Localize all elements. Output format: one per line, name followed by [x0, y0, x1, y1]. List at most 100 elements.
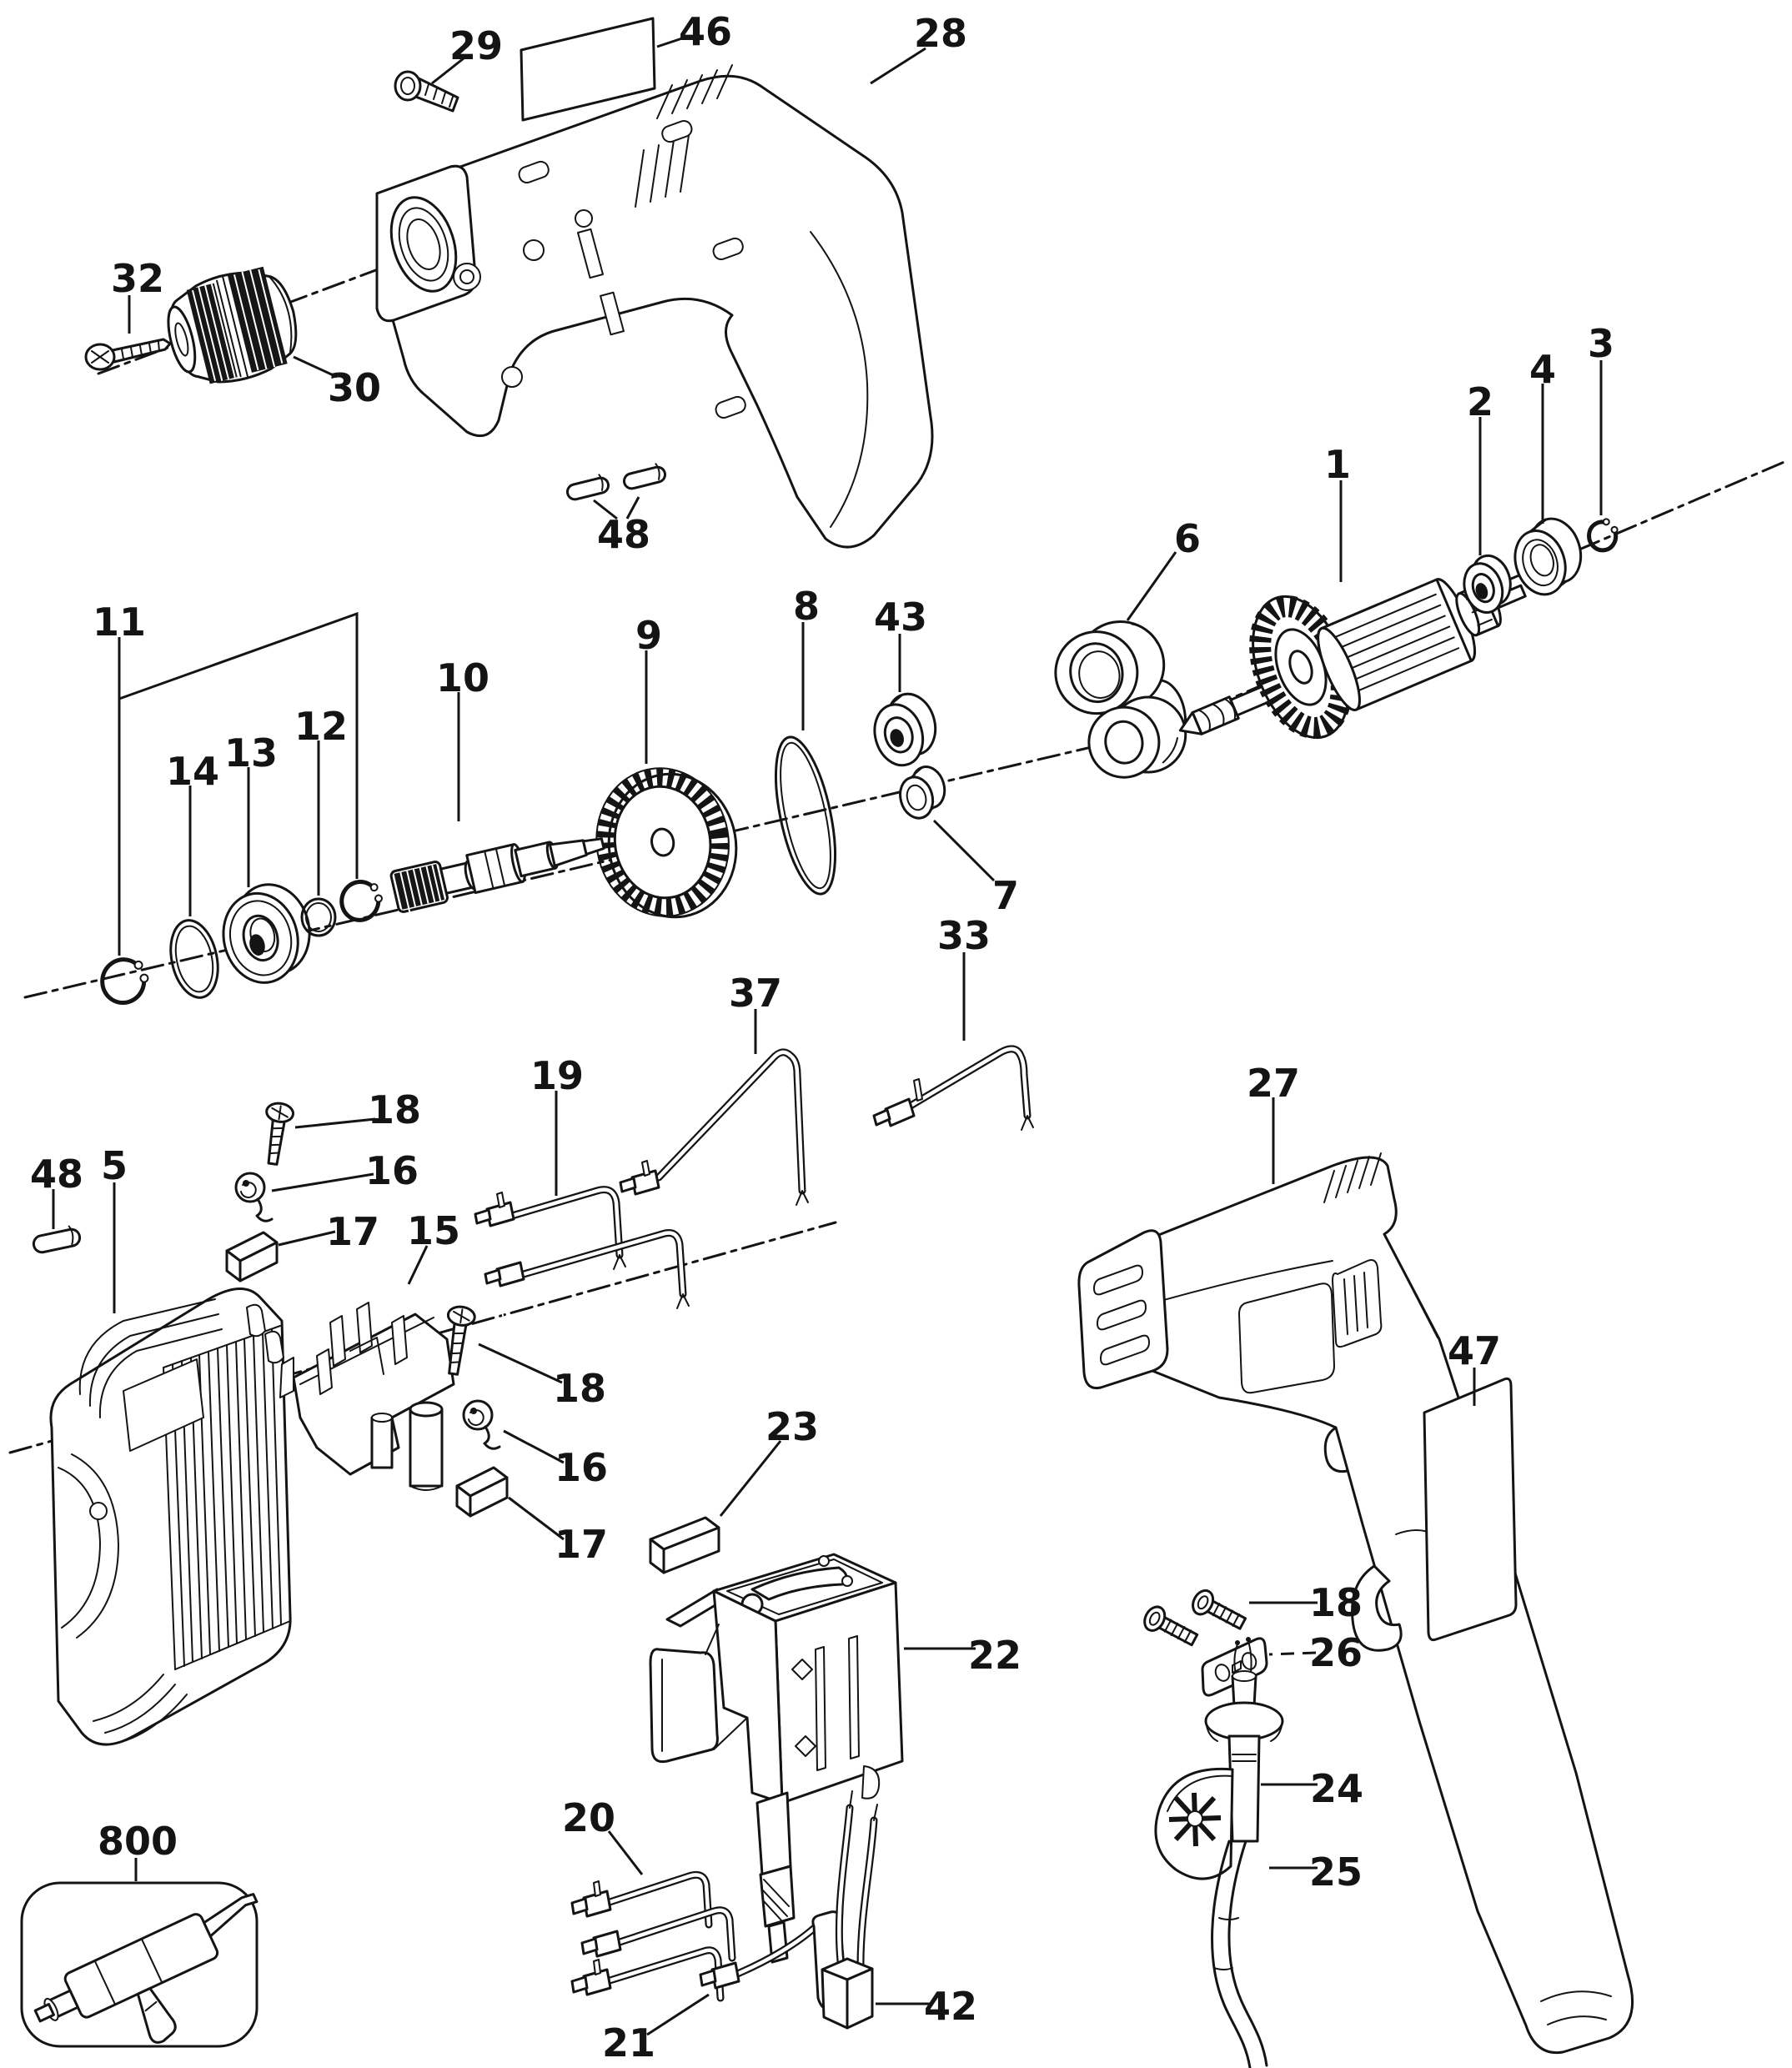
callout-11-leader — [118, 611, 359, 879]
part-brush-holder-15 — [279, 1302, 455, 1491]
vent-slots-inner — [635, 134, 690, 208]
part-switch-22 — [649, 1553, 904, 1964]
callout-30-leader — [293, 355, 338, 379]
part-screw-18c1 — [1143, 1605, 1199, 1647]
part-screw-29 — [394, 70, 459, 113]
callout-2-label: 2 — [1467, 379, 1493, 424]
part-spindle-10 — [389, 837, 605, 1721]
callout-48a-leader — [593, 499, 618, 520]
inset-lubricant-800 — [20, 1881, 259, 2048]
part-connector-42 — [821, 1790, 878, 2030]
part-bearing-2 — [1463, 554, 1512, 614]
part-label-47 — [1423, 1377, 1518, 1642]
part-screw-18b — [446, 1305, 476, 1376]
callout-15-leader — [407, 1245, 429, 1285]
part-retaining-ring-11-right — [339, 879, 383, 922]
callout-13-label: 13 — [224, 730, 278, 776]
part-pins-48a — [565, 463, 667, 501]
part-brush-spring-16b — [462, 1399, 501, 1450]
part-brush-spring-16a — [234, 1172, 274, 1222]
part-brush-17b — [455, 1466, 509, 1518]
callout-17b-leader — [508, 1496, 565, 1541]
callout-6-label: 6 — [1174, 516, 1201, 561]
callout-33-label: 33 — [937, 913, 991, 958]
callout-16b-label: 16 — [555, 1445, 608, 1490]
callout-47-label: 47 — [1448, 1328, 1501, 1373]
callout-800-label: 800 — [98, 1819, 178, 1864]
part-screw-18c2 — [1192, 1589, 1247, 1630]
callout-19-label: 19 — [530, 1053, 584, 1098]
callout-28-leader — [870, 47, 926, 85]
callout-6-leader — [1126, 551, 1177, 621]
callout-17a-leader — [278, 1230, 336, 1247]
callout-12-label: 12 — [294, 704, 348, 749]
callout-20-leader — [607, 1830, 644, 1875]
callout-22-label: 22 — [968, 1633, 1021, 1678]
part-chuck-screw-32 — [84, 338, 172, 371]
part-nameplate-46 — [520, 17, 656, 122]
part-housing-27 — [1077, 1152, 1634, 2055]
callout-46-label: 46 — [679, 9, 732, 54]
callout-43-label: 43 — [874, 595, 927, 640]
callout-17b-label: 17 — [555, 1522, 608, 1567]
part-cord-protector-24 — [1154, 1637, 1284, 1880]
callout-48a-leader — [625, 496, 640, 520]
callout-21-leader — [646, 1993, 710, 2036]
part-brush-17a — [225, 1231, 279, 1282]
callout-11-label: 11 — [93, 600, 146, 645]
callout-48a-label: 48 — [597, 512, 650, 557]
callout-48b-label: 48 — [30, 1152, 83, 1197]
callout-20-label: 20 — [562, 1795, 615, 1840]
callout-21-label: 21 — [602, 2020, 655, 2065]
callout-1-label: 1 — [1324, 442, 1351, 487]
part-bearing-43 — [873, 692, 937, 767]
part-wires-19 — [474, 1186, 690, 1309]
part-spacer-7 — [899, 765, 946, 820]
callout-15-label: 15 — [407, 1208, 460, 1253]
callout-18b-label: 18 — [553, 1366, 606, 1411]
part-field-5 — [49, 1287, 292, 1746]
callout-23-label: 23 — [765, 1404, 819, 1449]
part-wire-37 — [619, 1048, 809, 1206]
callout-30-label: 30 — [328, 365, 381, 410]
part-bearing-13 — [222, 883, 311, 984]
part-o-ring-8 — [775, 735, 836, 896]
callout-17a-label: 17 — [326, 1209, 379, 1254]
callout-10-label: 10 — [436, 655, 489, 700]
callout-29-leader — [431, 57, 464, 85]
callout-28-label: 28 — [914, 11, 967, 56]
callout-14-label: 14 — [166, 749, 219, 794]
callout-18a-leader — [294, 1117, 376, 1129]
callout-9-label: 9 — [635, 613, 662, 658]
part-wires-20 — [570, 1870, 736, 2002]
part-capacitor-23 — [649, 1516, 720, 1574]
part-ring-4 — [1513, 517, 1583, 596]
part-o-ring-12 — [300, 897, 337, 937]
callout-26-label: 26 — [1309, 1630, 1363, 1675]
callout-46-leader — [656, 35, 688, 48]
vent-slots — [656, 64, 733, 119]
part-end-plate-6 — [1054, 620, 1187, 779]
callout-7-leader — [932, 819, 996, 882]
callout-5-label: 5 — [101, 1143, 128, 1188]
callout-32-label: 32 — [111, 256, 164, 301]
callout-7-label: 7 — [992, 873, 1019, 918]
part-chuck-30 — [167, 266, 298, 384]
part-screw-18a — [265, 1102, 295, 1166]
callout-24-label: 24 — [1310, 1766, 1363, 1811]
part-washer-14 — [169, 919, 219, 999]
callout-8-label: 8 — [793, 584, 820, 629]
part-pin-48b — [32, 1225, 82, 1254]
part-retaining-ring-11-left — [100, 957, 149, 1005]
callout-16b-leader — [503, 1429, 565, 1464]
part-gear-9 — [595, 767, 738, 919]
callout-26-leader — [1268, 1651, 1317, 1656]
part-retaining-ring-3 — [1587, 518, 1619, 553]
callout-29-label: 29 — [449, 23, 503, 68]
callout-18a-label: 18 — [368, 1087, 421, 1132]
part-cord-25 — [1211, 1840, 1268, 2068]
callout-37-label: 37 — [729, 971, 782, 1016]
